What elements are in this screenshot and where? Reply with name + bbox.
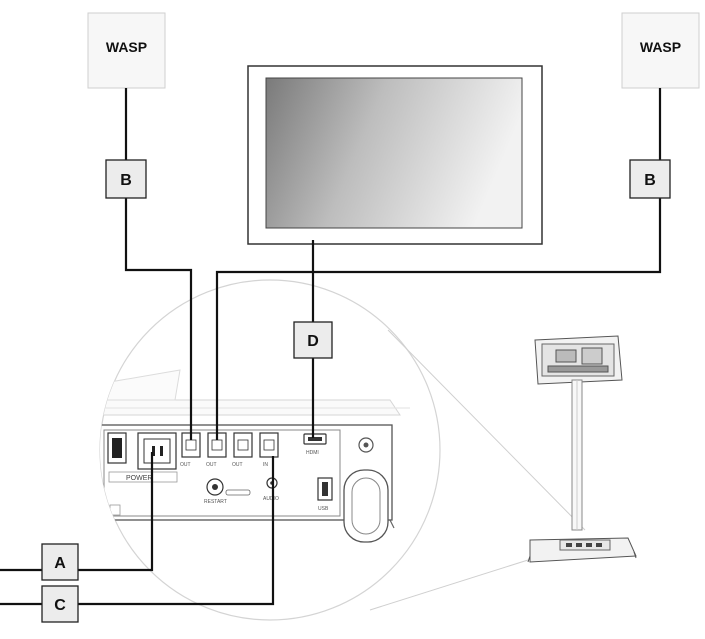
- port3-label: OUT: [232, 462, 243, 468]
- wasp-left-label: WASP: [106, 39, 147, 55]
- svg-text:B: B: [120, 172, 132, 189]
- audio-label: AUDIO: [263, 496, 279, 502]
- connector-b-left: B: [105, 159, 147, 199]
- connector-c: C: [41, 585, 79, 623]
- monitor: [247, 65, 543, 245]
- connector-a: A: [41, 543, 79, 581]
- port1-label: OUT: [180, 462, 191, 468]
- kiosk-stand: [527, 335, 637, 563]
- restart-label: RESTART: [204, 499, 227, 505]
- port4-label: IN: [263, 462, 268, 468]
- svg-text:A: A: [54, 555, 66, 572]
- svg-text:C: C: [54, 597, 66, 614]
- connector-b-right: B: [629, 159, 671, 199]
- device-panel-zoom: [100, 369, 410, 543]
- connector-d: D: [293, 321, 333, 359]
- svg-text:B: B: [644, 172, 656, 189]
- hdmi-label: HDMI: [306, 450, 319, 456]
- cable-audio: [0, 456, 275, 606]
- usb-label: USB: [318, 506, 329, 512]
- wasp-right-label: WASP: [640, 39, 681, 55]
- wasp-right: WASP: [621, 12, 700, 89]
- port2-label: OUT: [206, 462, 217, 468]
- svg-text:D: D: [307, 333, 319, 350]
- wasp-left: WASP: [87, 12, 166, 89]
- power-label: POWER: [126, 475, 152, 482]
